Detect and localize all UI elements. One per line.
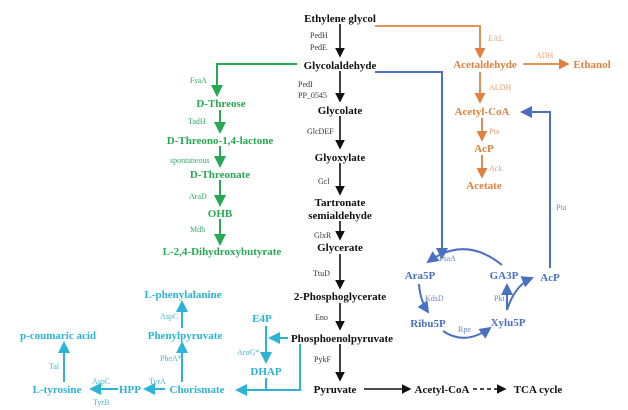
enzyme-ttud: TtuD: [313, 269, 330, 278]
enzyme-fsaa: FsaA: [190, 76, 207, 85]
enzyme-tadh: TadH: [188, 117, 206, 126]
pentose-arrows: [375, 71, 551, 339]
enzyme-aspc-tyr: AspC: [92, 377, 110, 386]
enzyme-adh: ADH: [536, 51, 554, 60]
xylu5p: Xylu5P: [491, 317, 526, 329]
enzyme-pta: Pta: [489, 127, 500, 136]
chorismate: Chorismate: [170, 384, 225, 396]
p-coumaric-acid: p-coumaric acid: [20, 330, 96, 342]
tartronate-semialdehyde: Tartronate: [315, 197, 366, 209]
glyoxylate: Glyoxylate: [315, 152, 366, 164]
tca-cycle: TCA cycle: [514, 384, 563, 396]
enzyme-tyra: TyrA: [149, 377, 166, 386]
enzyme-gcl: Gcl: [318, 177, 330, 186]
tartronate-semialdehyde-2: semialdehyde: [308, 210, 372, 222]
enzyme-arog: AroG*: [237, 348, 259, 357]
l-phenylalanine: L-phenylalanine: [144, 289, 221, 301]
ga3p: GA3P: [490, 270, 519, 282]
hpp: HPP: [119, 384, 141, 396]
enzyme-ack: Ack: [489, 164, 502, 173]
enzyme-aspc-phe: AspC: [160, 312, 178, 321]
2-phosphoglycerate: 2-Phosphoglycerate: [294, 291, 386, 303]
ethanol-arrows: [375, 25, 570, 179]
acetate: Acetate: [466, 180, 502, 192]
enzyme-glcdef: GlcDEF: [307, 127, 334, 136]
enzyme-eno: Eno: [315, 313, 328, 322]
enzyme-pkt: Pkt: [494, 294, 505, 303]
glycolate: Glycolate: [318, 105, 363, 117]
enzyme-mdh: Mdh: [190, 225, 205, 234]
enzyme-phea: PheA*: [160, 354, 182, 363]
enzyme-glxr: GlxR: [314, 231, 332, 240]
pyruvate: Pyruvate: [314, 384, 357, 396]
phenylpyruvate: Phenylpyruvate: [148, 330, 223, 342]
enzyme-pta-blue: Pta: [556, 203, 567, 212]
l-tyrosine: L-tyrosine: [33, 384, 82, 396]
enzyme-fsaa-blue: FsaA: [439, 254, 456, 263]
glycolaldehyde: Glycolaldehyde: [304, 60, 377, 72]
enzyme-arad: AraD: [189, 192, 207, 201]
enzyme-rpe: Rpe: [458, 325, 471, 334]
acetyl-coa: Acetyl-CoA: [415, 384, 470, 396]
d-threose: D-Threose: [196, 98, 245, 110]
enzyme-pede: PedE: [310, 43, 327, 52]
enzyme-pedi: PedI: [298, 80, 313, 89]
glycerate: Glycerate: [317, 242, 363, 254]
main-arrows: [335, 24, 507, 394]
d-threono-lactone: D-Threono-1,4-lactone: [167, 135, 274, 147]
enzyme-tyrb: TyrB: [93, 398, 109, 407]
enzyme-tal: Tal: [49, 362, 60, 371]
acetaldehyde: Acetaldehyde: [453, 59, 517, 71]
acp-blue: AcP: [540, 272, 560, 284]
spontaneous: spontaneous: [170, 156, 210, 165]
enzyme-aldh: ALDH: [489, 83, 511, 92]
phosphoenolpyruvate: Phosphoenolpyruvate: [291, 333, 393, 345]
threose-arrows: [211, 63, 297, 246]
ohb: OHB: [208, 208, 233, 220]
ethylene-glycol: Ethylene glycol: [304, 13, 376, 25]
d-threonate: D-Threonate: [190, 169, 250, 181]
aromatic-arrows: [58, 300, 301, 396]
dhap: DHAP: [250, 366, 281, 378]
e4p: E4P: [252, 313, 272, 325]
enzyme-pedh: PedH: [310, 31, 328, 40]
enzyme-pp0545: PP_0545: [298, 91, 327, 100]
enzyme-pykf: PykF: [314, 355, 331, 364]
l-dihydroxybutyrate: L-2,4-Dihydroxybutyrate: [163, 246, 282, 258]
ribu5p: Ribu5P: [410, 318, 446, 330]
ara5p: Ara5P: [405, 270, 436, 282]
enzyme-eal: EAL: [488, 34, 504, 43]
ethanol: Ethanol: [573, 59, 610, 71]
acetyl-coa-orange: Acetyl-CoA: [455, 106, 510, 118]
acp-orange: AcP: [474, 143, 494, 155]
enzyme-kdsd: KdsD: [425, 294, 444, 303]
